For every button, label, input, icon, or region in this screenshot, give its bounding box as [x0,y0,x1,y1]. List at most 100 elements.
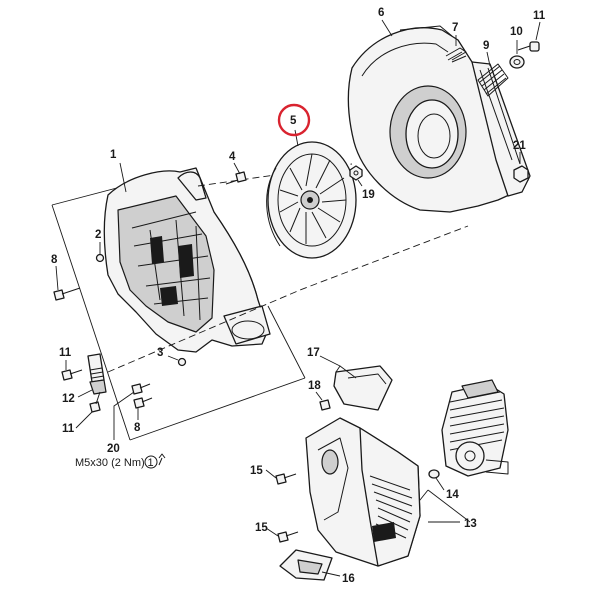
impeller-blades [279,153,347,244]
callout-9: 9 [483,40,489,52]
lower-housing-grille [369,475,413,539]
coil-spring [479,65,507,95]
leader-1 [119,162,127,193]
leader-6 [381,19,393,37]
screw-15-upper-head [275,473,287,485]
screw-11-mid-part [61,369,83,381]
screw-11-mid-shank [69,369,83,375]
callout-4: 4 [229,151,236,163]
housing-shadow-1 [150,236,164,264]
lower-housing-front-edge [317,437,349,521]
callout-13: 13 [464,518,477,530]
screw-8-lower-part [133,397,153,409]
screw-15-upper-shank [283,473,297,479]
screw-8-left-part [53,287,81,301]
screw-4-head [235,171,247,183]
leader-11-low [75,411,93,429]
callout-14: 14 [446,489,459,501]
shroud-intake-rim [405,99,459,169]
callout-11-top: 11 [533,10,546,22]
shroud-outlet-rail-detail [479,67,521,165]
screw-11-mid-head [61,369,73,381]
highlight-ring-callout-5 [277,103,311,137]
screw-20-shank [139,383,151,389]
impeller-hub-center [307,197,313,203]
alignment-line-lower [107,225,469,373]
housing-outlet-spout [223,305,271,345]
nut-19 [349,165,363,181]
lower-housing-intake-slot [372,522,396,542]
screw-11-low-shank [95,391,101,405]
screw-11-top-shank [517,45,531,51]
filter-16-inner [297,559,323,575]
cover-pad-17-fold [347,373,387,385]
grommet-10 [509,55,525,69]
callout-2: 2 [95,229,101,241]
screw-8-lower-shank [141,397,153,403]
leader-16 [321,571,341,577]
housing-grip-lug [177,171,207,201]
callout-8-lower: 8 [134,422,141,434]
callout-15-upper: 15 [250,465,263,477]
callout-21: 21 [513,140,526,152]
callout-12: 12 [62,393,75,405]
plug-boot-12-part [87,353,107,395]
nut-21-part [513,165,529,183]
engine-part [441,379,509,477]
nut-19-hole [353,170,359,176]
nut-21 [513,165,529,183]
screw-11-top-part [517,41,540,52]
screw-11-top-head [529,41,540,52]
leader-8-left [55,265,59,291]
spring-clip-part [445,47,467,63]
leader-9 [486,51,491,67]
shroud-intake-core [417,113,451,159]
screw-8-left-shank [61,287,81,295]
step-indicator-circle [144,455,158,469]
filter-16-part [279,549,333,581]
callout-18: 18 [308,380,321,392]
screw-15-lower-part [277,531,299,543]
nut-14 [428,469,440,479]
engine-crank-center [464,450,476,462]
screw-11-low-part [89,391,101,413]
engine-cylinder-head [461,379,499,399]
callout-11-mid: 11 [59,347,72,359]
housing-side-flange [213,211,259,301]
callout-7: 7 [452,22,458,34]
leader-20 [113,391,135,440]
callout-1: 1 [110,149,117,161]
screw-20-part [131,383,151,395]
impeller-fan-part [266,141,357,259]
engine-mount [485,459,509,475]
coil-spring-body [477,63,509,97]
leader-lines [55,19,541,577]
screw-8-lower-head [133,397,145,409]
screw-11-low-head [89,401,101,413]
screw-15-lower-shank [285,531,299,537]
leader-3 [167,355,179,361]
screw-15-upper-part [275,473,297,485]
callout-16: 16 [342,573,355,585]
callout-5: 5 [290,115,297,127]
grommet-10-hole [513,59,521,65]
shroud-top-lip [399,25,453,37]
callout-15-lower: 15 [255,522,268,534]
impeller-rim-edge [266,167,281,247]
callout-17: 17 [307,347,320,359]
plug-boot-12-ribs [89,367,105,379]
housing-outlet-rim [231,320,265,340]
leader-15-upper [265,469,277,479]
leader-5 [294,129,299,147]
screw-4-part [225,171,247,185]
pin-2-part [95,253,105,263]
fan-housing-part [51,167,306,441]
screw-4-shank [225,179,239,185]
nut-19-part [349,165,363,181]
leader-12 [77,389,93,398]
callout-3: 3 [157,347,163,359]
blower-shroud-part [347,25,531,213]
leader-4 [233,162,241,175]
cover-pad-17 [333,365,393,411]
callout-19: 19 [362,189,375,201]
